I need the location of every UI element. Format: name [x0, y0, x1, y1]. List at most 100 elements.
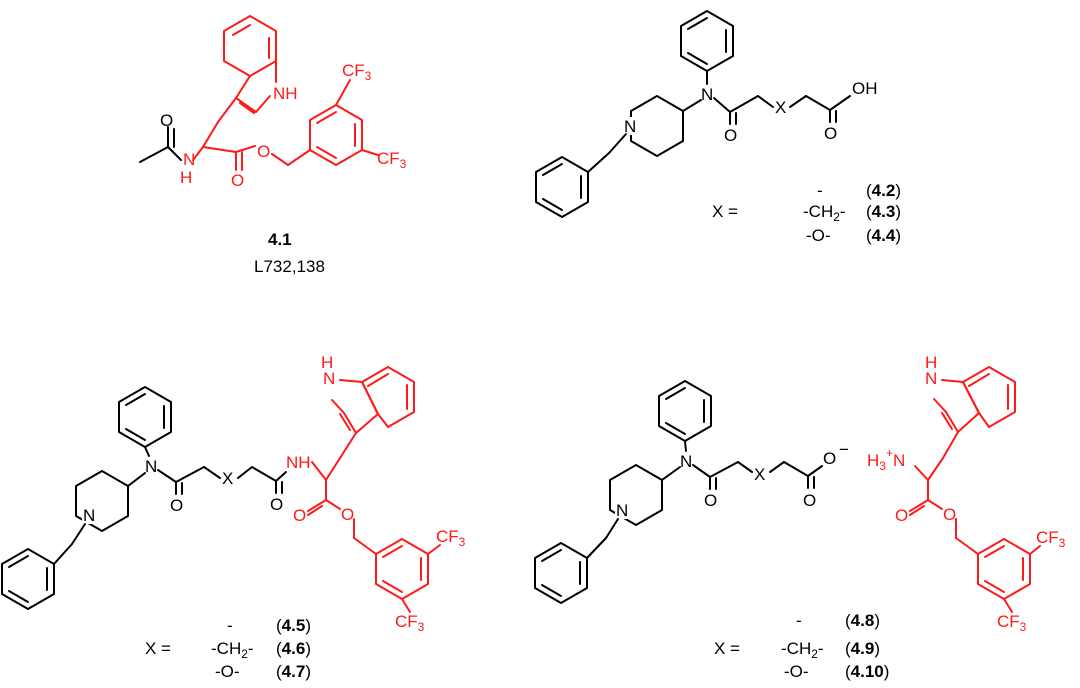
carbonyl-o-label: O	[704, 491, 717, 510]
cf3-bond	[401, 598, 411, 613]
linker-bond	[769, 461, 785, 473]
cf3-label-top: CF3	[436, 527, 466, 549]
piperidine-ring	[630, 95, 684, 157]
linker-bond	[757, 95, 774, 108]
substituent-label: -	[227, 616, 233, 635]
indole-benzene-double-bond	[232, 24, 251, 36]
ester-co-double-bond	[909, 505, 925, 516]
n-phenyl-double-bond	[665, 422, 686, 435]
indole-bond	[355, 413, 379, 434]
co-nh-bond	[275, 471, 287, 482]
n-co-bond	[157, 469, 177, 483]
acid-oh-bond	[829, 95, 851, 111]
structure-4-8: N N O X O O −	[534, 380, 849, 604]
label-mask	[624, 117, 639, 135]
phenethyl-double-bond	[8, 590, 29, 603]
indole-double-bond	[339, 413, 351, 431]
substituent-label: -O-	[806, 226, 831, 245]
ester-o-label: O	[257, 142, 270, 161]
x-label: X	[754, 465, 765, 484]
indole-bond	[957, 412, 980, 433]
phenethyl-phenyl-ring	[1, 548, 55, 610]
phenethyl-bond	[586, 537, 607, 559]
compound-number: (4.6)	[276, 639, 311, 658]
cf3-bond	[1003, 598, 1013, 613]
x-equals-label: X =	[714, 639, 740, 658]
linker-bond	[709, 461, 739, 478]
phenethyl-double-bond	[541, 549, 562, 562]
aryl-double-bond	[984, 545, 1005, 558]
cf3-bond	[1029, 545, 1041, 555]
n-phenyl-double-bond	[665, 387, 686, 400]
indole-bond	[339, 379, 363, 383]
substituent-label: -O-	[215, 662, 240, 681]
ester-co-bond	[909, 499, 929, 512]
structure-4-2: N N O X O OH	[535, 10, 878, 218]
compound-4-1-code: L732,138	[254, 257, 325, 276]
amide-n-label: N	[680, 452, 692, 471]
aryl-ring	[977, 538, 1031, 600]
amide-n-label: N	[701, 85, 713, 104]
indole-bond	[235, 97, 257, 113]
compound-number: (4.3)	[866, 202, 901, 221]
ester-o-label: O	[341, 505, 354, 524]
ester-co-bond	[307, 499, 327, 512]
carboxylate-o-bond	[807, 465, 823, 477]
indole-bond	[343, 412, 357, 434]
alpha-ch2-bond	[927, 457, 944, 481]
amide-n-label: N	[145, 457, 157, 476]
nh3-alpha-bond	[914, 465, 929, 481]
aryl-double-bond	[316, 146, 337, 159]
carbonyl-o-label: O	[170, 496, 183, 515]
substituent-label: -	[796, 611, 802, 630]
cf3-label-right: CF3	[377, 149, 407, 171]
trp-ch2-bond	[202, 121, 219, 148]
compound-number: (4.4)	[866, 226, 901, 245]
aryl-double-bond	[382, 545, 403, 558]
series-4-8-table: X = - -CH2- -O- (4.8) (4.9) (4.10)	[714, 611, 889, 681]
indole-bond	[361, 381, 379, 415]
amide-nh-label: NH	[286, 453, 311, 472]
indole-bond	[945, 411, 959, 433]
indole-bond	[235, 75, 251, 99]
label-mask	[615, 501, 630, 519]
compound-number: (4.9)	[845, 639, 880, 658]
indole-nh-label: NH	[273, 84, 298, 103]
n-pip-bond	[661, 466, 681, 481]
carbonyl-o-label: O	[724, 126, 737, 145]
piperidine-n-label: N	[83, 506, 95, 525]
ester-o-bond	[325, 499, 341, 510]
piperidine-ring	[75, 470, 129, 532]
ch2-indole-bond	[339, 432, 357, 459]
amide-h-label: H	[180, 168, 192, 187]
ester-co-double-bond	[307, 505, 323, 516]
acid-o-label: O	[824, 124, 837, 143]
phenethyl-double-bond	[541, 584, 562, 597]
cf3-bond	[427, 544, 441, 555]
series-4-5-table: X = - -CH2- -O- (4.5) (4.6) (4.7)	[145, 616, 311, 681]
linker-bond	[175, 466, 205, 483]
ester-o-label: O	[293, 506, 306, 525]
indole-bond	[331, 399, 345, 414]
aryl-double-bond	[382, 580, 403, 593]
compound-number: (4.5)	[276, 616, 311, 635]
structure-4-5: N N O X O NH N H	[1, 353, 466, 634]
substituent-label: -O-	[784, 662, 809, 681]
alpha-ch2-bond	[325, 457, 341, 481]
substituent-label: -CH2-	[781, 639, 824, 661]
indole-bond	[933, 398, 947, 413]
phenethyl-double-bond	[8, 555, 29, 568]
x-equals-label: X =	[712, 202, 738, 221]
n-phenyl-double-bond	[687, 52, 708, 65]
linker-bond	[783, 461, 809, 477]
indole-bond	[255, 95, 271, 113]
linker-bond	[789, 95, 807, 108]
n-co-bond	[713, 97, 731, 113]
piperidine-ring	[609, 464, 663, 526]
aryl-ring	[375, 538, 429, 600]
amide-n-label: N	[183, 150, 195, 169]
ester-o-bond	[235, 145, 256, 153]
n-phenyl-double-bond	[687, 17, 708, 30]
indole-double-bond	[239, 102, 255, 114]
